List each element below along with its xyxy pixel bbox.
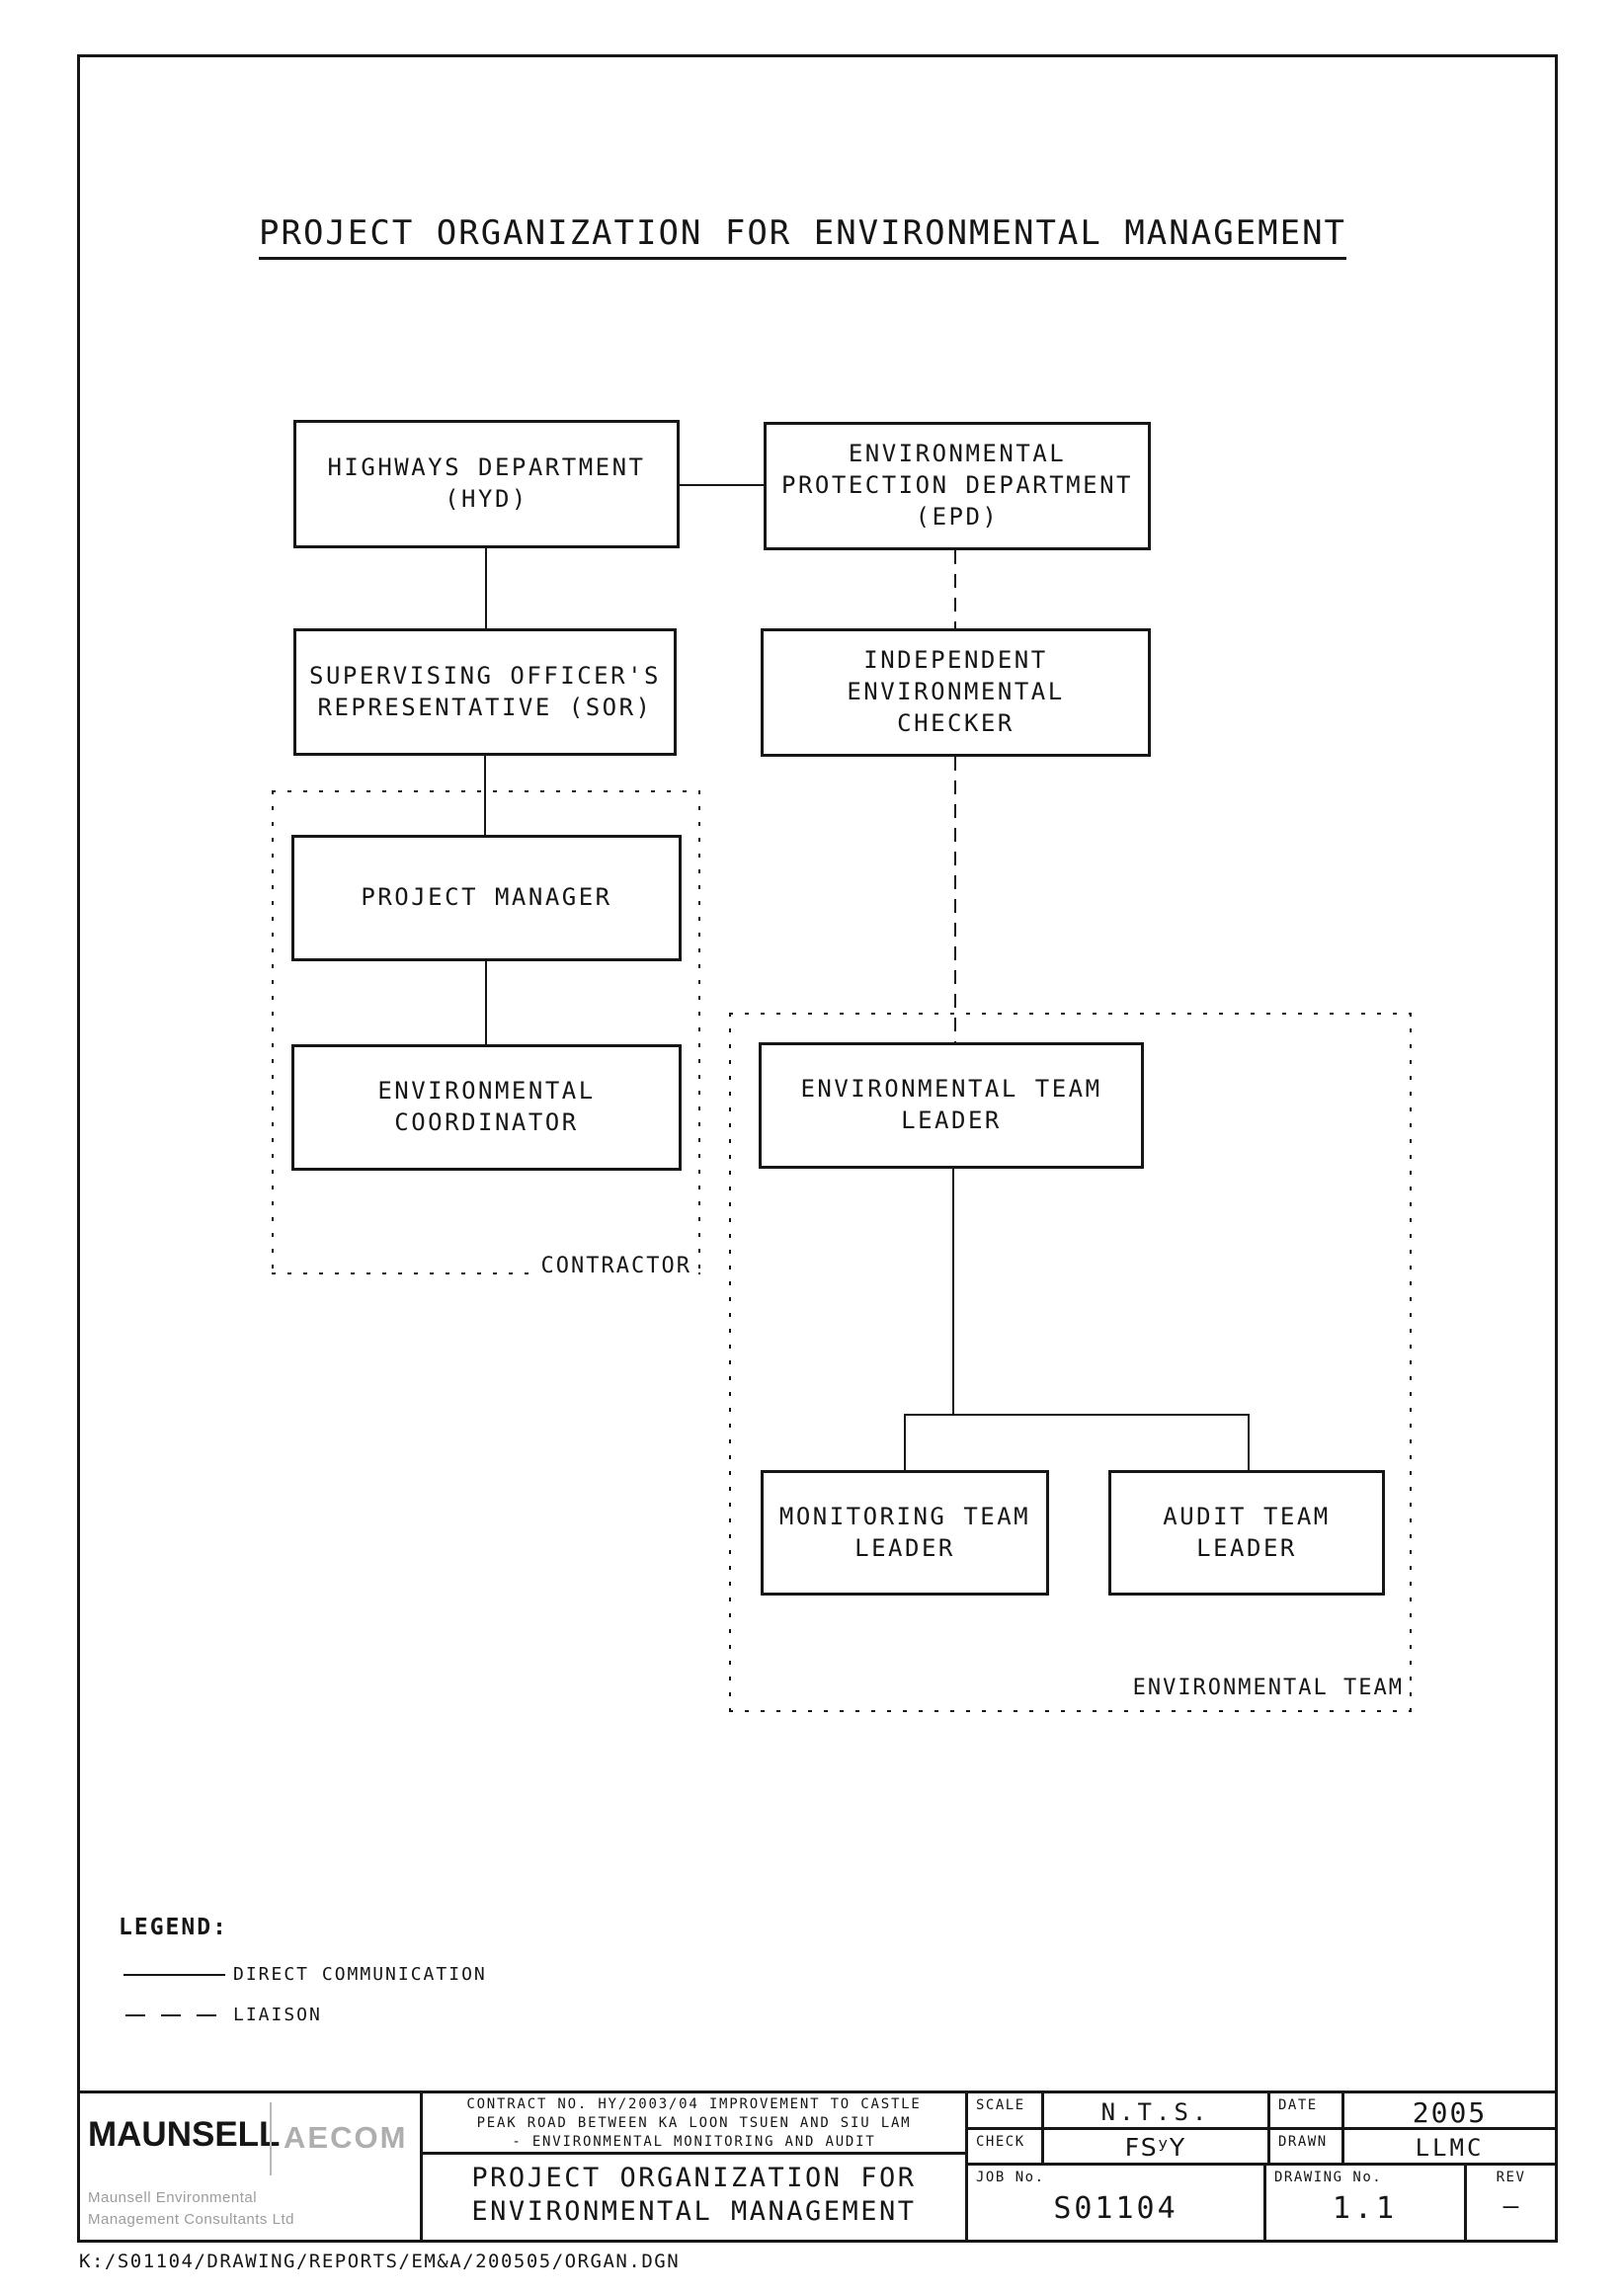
connector-pm-ec <box>485 961 487 1044</box>
drawn-value-cell: LLMC <box>1344 2130 1555 2166</box>
group-border <box>698 790 700 1274</box>
file-path: K:/S01104/DRAWING/REPORTS/EM&A/200505/OR… <box>79 2251 681 2272</box>
company-subtitle-line1: Maunsell Environmental <box>88 2189 258 2206</box>
group-label-environmental-team: ENVIRONMENTAL TEAM <box>1128 1676 1408 1700</box>
check-label: CHECK <box>976 2134 1025 2150</box>
group-border <box>272 1272 700 1274</box>
org-box-audit-team-leader: AUDIT TEAM LEADER <box>1108 1470 1385 1596</box>
contract-cell: CONTRACT NO. HY/2003/04 IMPROVEMENT TO C… <box>423 2093 968 2155</box>
org-box-monitoring-team-leader: MONITORING TEAM LEADER <box>761 1470 1049 1596</box>
org-box-environmental-protection-department: ENVIRONMENTAL PROTECTION DEPARTMENT (EPD… <box>764 422 1151 550</box>
group-label-contractor: CONTRACTOR <box>536 1254 695 1278</box>
rev-label: REV <box>1496 2170 1526 2185</box>
org-box-supervising-officers-representative: SUPERVISING OFFICER'S REPRESENTATIVE (SO… <box>293 628 677 756</box>
legend-item-direct-communication: DIRECT COMMUNICATION <box>233 1964 487 1985</box>
connector-epd-iec-liaison <box>954 550 956 628</box>
drawn-value: LLMC <box>1415 2134 1485 2162</box>
logo-separator <box>270 2102 272 2175</box>
group-environmental-team: ENVIRONMENTAL TEAM <box>729 1013 1412 1712</box>
connector-branch-horizontal <box>904 1414 1250 1416</box>
drawing-title-line1: PROJECT ORGANIZATION FOR <box>471 2163 917 2193</box>
drawing-no-cell: DRAWING No. 1.1 <box>1266 2166 1467 2240</box>
aecom-logo: AECOM <box>284 2120 408 2155</box>
connector-branch-mtl <box>904 1414 906 1470</box>
org-box-project-manager: PROJECT MANAGER <box>291 835 682 961</box>
contract-line3: - ENVIRONMENTAL MONITORING AND AUDIT <box>512 2134 876 2150</box>
drawing-title-line2: ENVIRONMENTAL MANAGEMENT <box>471 2196 917 2227</box>
connector-iec-etl-liaison <box>954 757 956 1042</box>
connector-hyd-sor <box>485 548 487 628</box>
drawn-label: DRAWN <box>1278 2134 1328 2150</box>
org-box-environmental-team-leader: ENVIRONMENTAL TEAM LEADER <box>759 1042 1144 1169</box>
group-border <box>1410 1013 1412 1712</box>
connector-sor-pm <box>484 756 486 835</box>
date-label: DATE <box>1278 2097 1318 2113</box>
scale-value: N.T.S. <box>1100 2098 1211 2126</box>
logo-cell: MAUNSELL AECOM Maunsell Environmental Ma… <box>80 2093 423 2240</box>
rev-value: — <box>1502 2191 1519 2221</box>
job-no-cell: JOB No. S01104 <box>968 2166 1266 2240</box>
date-value-cell: 2005 <box>1344 2093 1555 2130</box>
legend-dashed-line-sample <box>125 2014 224 2016</box>
connector-etl-branch <box>952 1169 954 1416</box>
connector-branch-atl <box>1248 1414 1250 1470</box>
group-border <box>729 1710 1412 1712</box>
org-box-environmental-coordinator: ENVIRONMENTAL COORDINATOR <box>291 1044 682 1171</box>
company-subtitle-line2: Management Consultants Ltd <box>88 2211 294 2228</box>
group-border <box>272 790 274 1274</box>
scale-label: SCALE <box>976 2097 1025 2113</box>
group-border <box>729 1013 1412 1015</box>
legend-heading: LEGEND: <box>119 1915 228 1940</box>
legend-item-liaison: LIAISON <box>233 2005 322 2025</box>
check-label-cell: CHECK <box>968 2130 1044 2166</box>
check-value: FSʸY <box>1124 2133 1187 2162</box>
drawing-no-label: DRAWING No. <box>1274 2170 1383 2185</box>
group-border <box>729 1013 731 1712</box>
drawn-label-cell: DRAWN <box>1270 2130 1344 2166</box>
legend-solid-line-sample <box>123 1974 225 1976</box>
drawing-no-value: 1.1 <box>1332 2191 1399 2226</box>
group-border <box>272 790 700 792</box>
job-no-value: S01104 <box>1053 2191 1178 2226</box>
group-contractor: CONTRACTOR <box>272 790 700 1278</box>
org-box-highways-department: HIGHWAYS DEPARTMENT (HYD) <box>293 420 680 548</box>
scale-label-cell: SCALE <box>968 2093 1044 2130</box>
connector-hyd-epd <box>680 484 764 486</box>
maunsell-logo: MAUNSELL <box>88 2115 281 2154</box>
scale-value-cell: N.T.S. <box>1044 2093 1270 2130</box>
drawing-title-cell: PROJECT ORGANIZATION FOR ENVIRONMENTAL M… <box>423 2155 968 2240</box>
rev-cell: REV — <box>1467 2166 1555 2240</box>
date-value: 2005 <box>1412 2096 1488 2129</box>
contract-line2: PEAK ROAD BETWEEN KA LOON TSUEN AND SIU … <box>476 2115 912 2131</box>
job-no-label: JOB No. <box>976 2170 1045 2185</box>
org-box-independent-environmental-checker: INDEPENDENT ENVIRONMENTAL CHECKER <box>761 628 1151 757</box>
page-title: PROJECT ORGANIZATION FOR ENVIRONMENTAL M… <box>259 213 1347 260</box>
title-block: MAUNSELL AECOM Maunsell Environmental Ma… <box>77 2090 1558 2243</box>
check-value-cell: FSʸY <box>1044 2130 1270 2166</box>
contract-line1: CONTRACT NO. HY/2003/04 IMPROVEMENT TO C… <box>466 2096 922 2112</box>
date-label-cell: DATE <box>1270 2093 1344 2130</box>
